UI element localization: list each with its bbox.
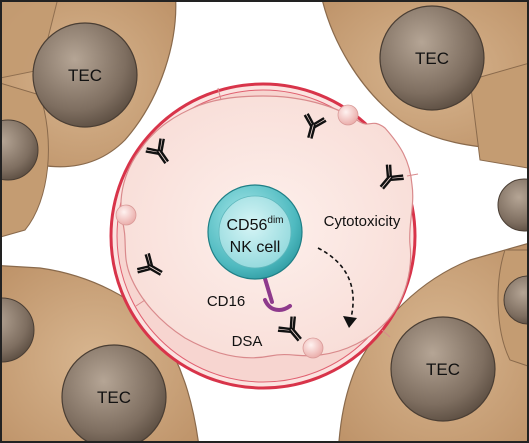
nk-cell-label-line1: CD56dim <box>226 215 283 234</box>
tec-nucleus-left-partial <box>2 119 39 181</box>
endothelial-junction <box>406 173 419 177</box>
tec-nucleus-top-left <box>32 22 138 128</box>
tec-nucleus-bottom-left <box>61 344 167 441</box>
tec-nucleus-bottom-right <box>390 316 496 422</box>
arrow-head-icon <box>343 316 357 328</box>
tec-nucleus-top-right <box>379 5 485 111</box>
cd16-receptor <box>263 298 292 312</box>
tec-label-bottom-right: TEC <box>426 360 460 379</box>
nk-cell-label-line2: NK cell <box>230 239 281 256</box>
tec-label-bottom-left: TEC <box>97 388 131 407</box>
cd16-label: CD16 <box>207 293 245 310</box>
tec-nucleus-right-partial <box>497 178 527 232</box>
tec-label-top-right: TEC <box>415 49 449 68</box>
dashed-curved-arrow-icon <box>317 247 354 323</box>
endothelial-junction <box>217 87 222 101</box>
endothelial-nucleus <box>115 204 137 226</box>
tec-label-top-left: TEC <box>68 66 102 85</box>
tec-cell-right-edge <box>469 63 527 169</box>
endothelial-nucleus <box>302 337 324 359</box>
tec-nucleus-left-lower-partial <box>2 297 35 363</box>
nk-cell-nucleus <box>218 195 292 269</box>
endothelial-junction <box>135 299 146 307</box>
endothelial-junction <box>381 329 391 338</box>
endothelial-nucleus <box>337 104 359 126</box>
tec-nucleus-right-lower-partial <box>503 275 527 325</box>
dsa-label: DSA <box>232 333 263 350</box>
cytotoxicity-label: Cytotoxicity <box>324 213 401 230</box>
